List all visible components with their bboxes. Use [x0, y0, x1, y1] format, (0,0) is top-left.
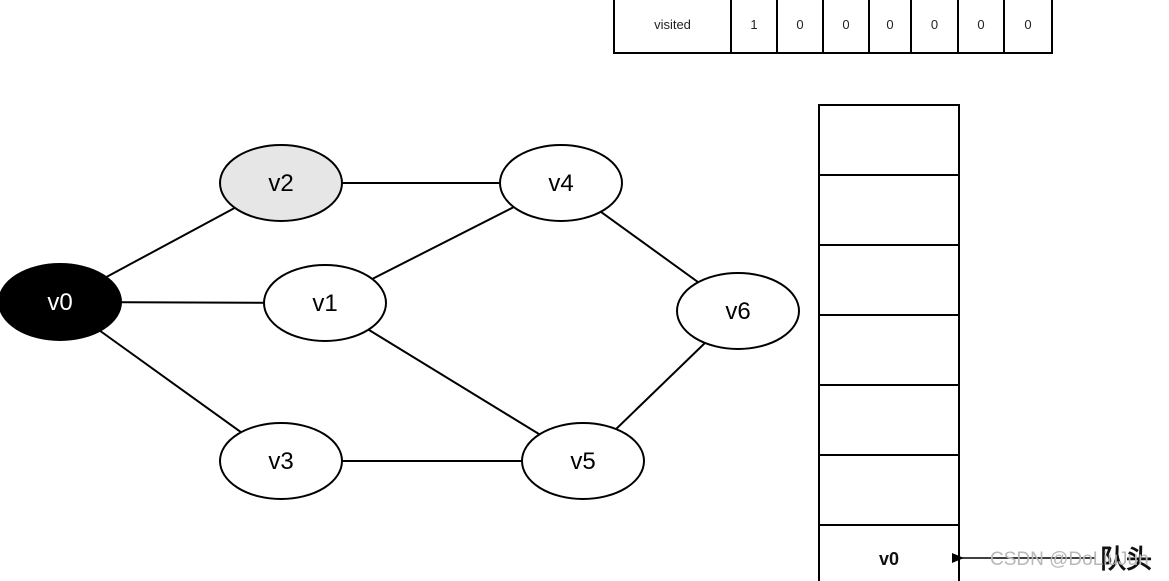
visited-header-label: visited	[654, 17, 691, 32]
graph-nodes: v0 v1 v2 v3 v4 v5 v6	[0, 144, 800, 500]
queue-head-label: 队头	[1100, 545, 1152, 574]
node-label: v6	[725, 298, 750, 325]
queue-head-pointer: 队头	[952, 545, 1152, 574]
watermark: CSDN @DoLiuJun	[990, 549, 1149, 570]
visited-cell: 0	[868, 0, 912, 54]
queue-cell	[818, 174, 960, 246]
queue-cell: v0	[818, 524, 960, 581]
visited-values: 1 0 0 0 0 0 0	[730, 0, 1053, 54]
queue-cell	[818, 244, 960, 316]
visited-cell: 0	[910, 0, 959, 54]
visited-cell: 0	[1003, 0, 1053, 54]
node-v1: v1	[263, 264, 387, 342]
visited-value: 0	[886, 17, 893, 32]
node-label: v5	[570, 448, 595, 475]
node-v4: v4	[499, 144, 623, 222]
visited-table: visited 1 0 0 0 0 0 0	[613, 0, 1053, 54]
queue-cell	[818, 384, 960, 456]
node-v5: v5	[521, 422, 645, 500]
visited-value: 0	[977, 17, 984, 32]
queue: v0	[818, 104, 960, 581]
visited-value: 0	[1024, 17, 1031, 32]
visited-value: 0	[842, 17, 849, 32]
visited-cell: 0	[822, 0, 870, 54]
visited-header-cell: visited	[613, 0, 732, 54]
queue-cell	[818, 314, 960, 386]
node-label: v4	[548, 170, 573, 197]
queue-cell-label: v0	[879, 549, 899, 569]
node-label: v0	[47, 289, 72, 316]
node-v3: v3	[219, 422, 343, 500]
visited-cell: 0	[776, 0, 824, 54]
node-v6: v6	[676, 272, 800, 350]
queue-cell	[818, 454, 960, 526]
visited-value: 1	[750, 17, 757, 32]
visited-value: 0	[796, 17, 803, 32]
visited-value: 0	[931, 17, 938, 32]
node-label: v2	[268, 170, 293, 197]
node-v2: v2	[219, 144, 343, 222]
graph: v0 v1 v2 v3 v4 v5 v6	[0, 144, 800, 500]
graph-edges	[59, 182, 739, 462]
visited-cell: 0	[957, 0, 1005, 54]
queue-cell	[818, 104, 960, 176]
node-v0: v0	[0, 263, 122, 341]
node-label: v3	[268, 448, 293, 475]
node-label: v1	[312, 290, 337, 317]
visited-cell: 1	[730, 0, 778, 54]
